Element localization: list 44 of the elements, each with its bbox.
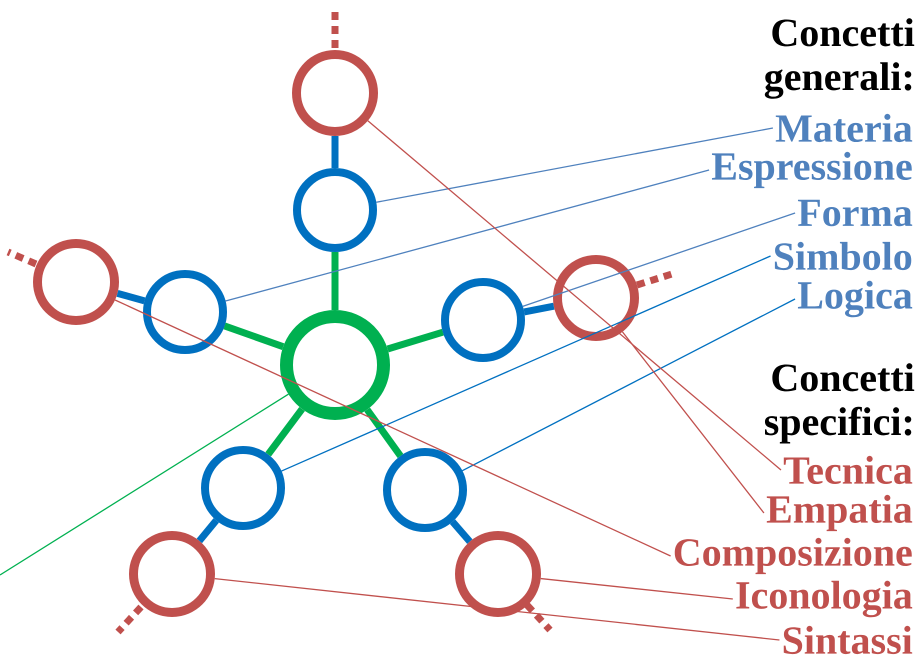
ring <box>33 239 119 325</box>
leader-line <box>522 212 796 307</box>
spoke <box>196 518 219 544</box>
leader-line <box>281 255 771 472</box>
concept-label: Empatia <box>766 494 912 532</box>
leader-line <box>367 120 782 470</box>
ring <box>293 168 377 252</box>
leader-line <box>376 127 774 203</box>
spoke <box>364 408 404 458</box>
spoke <box>332 252 338 310</box>
spoke <box>524 302 554 316</box>
heading: Concetti generali: <box>764 18 914 99</box>
spoke <box>332 136 338 168</box>
concept-label: Iconologia <box>736 580 912 618</box>
ring <box>280 310 390 420</box>
leader-line <box>0 394 289 576</box>
ring <box>553 255 639 341</box>
ring <box>455 531 541 617</box>
concept-label: Tecnica <box>784 456 912 484</box>
concept-label: Composizione <box>674 538 912 574</box>
leader-line <box>462 298 796 472</box>
spoke <box>223 322 284 350</box>
concept-label: Logica <box>798 280 912 318</box>
concept-label: Simbolo <box>774 242 912 270</box>
ring <box>292 50 378 136</box>
leader-line <box>214 578 780 641</box>
concept-label: Forma <box>798 200 912 226</box>
spoke <box>265 406 305 456</box>
leader-line <box>540 578 733 600</box>
leader-line <box>114 299 671 557</box>
leader-line <box>225 169 710 302</box>
ring <box>129 531 215 617</box>
concept-label: Sintassi <box>784 626 912 654</box>
spoke <box>450 519 472 544</box>
ring <box>441 278 525 362</box>
ring <box>201 446 285 530</box>
spoke <box>386 328 444 352</box>
ring <box>383 448 467 532</box>
concept-label: Espressione <box>712 152 912 188</box>
heading: Concetti specifici: <box>764 363 914 444</box>
ring <box>143 270 227 354</box>
spoke <box>116 290 146 304</box>
leader-line <box>622 331 764 514</box>
concept-label: Materia <box>776 114 912 142</box>
